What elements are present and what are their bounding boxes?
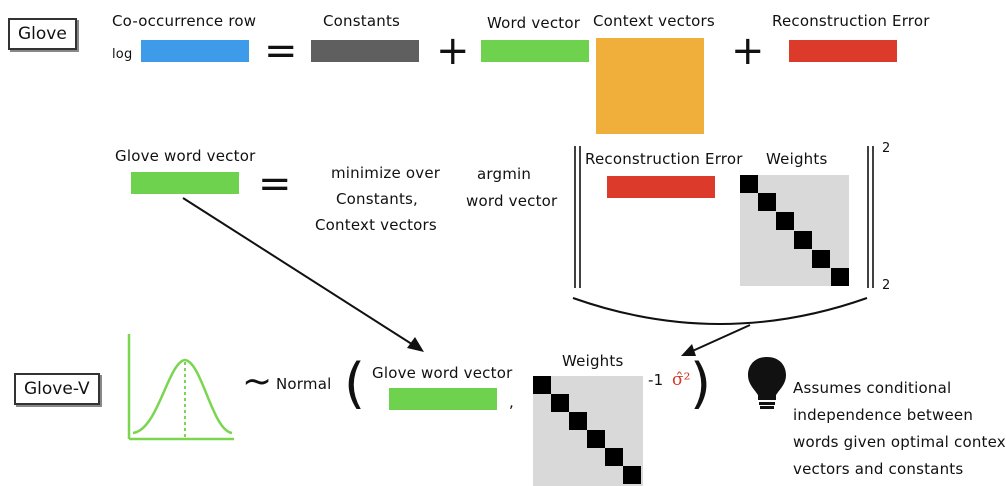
arrow-to-mean <box>182 197 419 349</box>
weights-diag-cell <box>740 175 758 193</box>
normal-close-paren: ) <box>690 352 712 415</box>
arrow-to-variance <box>687 324 751 354</box>
weights-diag-cell <box>587 430 605 448</box>
norm-reconstruction-error-label: Reconstruction Error <box>585 150 743 168</box>
glove-word-vector-bar <box>131 172 239 194</box>
tilde-sign: ~ <box>242 361 273 402</box>
weights-diag-cell <box>758 193 776 211</box>
cooccurrence-row-label: Co-occurrence row <box>112 12 257 30</box>
glovev-word-vector-bar <box>389 388 497 410</box>
minimize-line-3: Context vectors <box>315 216 437 234</box>
arrow-to-variance-head <box>681 344 696 356</box>
weights-diag-cell <box>831 268 849 286</box>
comma: , <box>509 393 514 411</box>
minimize-line-2: Constants, <box>336 190 419 208</box>
weights-diag-cell <box>794 231 812 249</box>
weights-diag-cell <box>623 466 641 484</box>
minimize-line-1: minimize over <box>331 164 441 182</box>
norm-exponent: 2 <box>882 141 891 156</box>
norm-subscript: 2 <box>882 278 891 293</box>
context-vectors-label: Context vectors <box>593 12 715 30</box>
glove-tag: Glove <box>8 18 77 50</box>
constants-bar <box>311 40 419 62</box>
norm-left-bars <box>574 146 581 288</box>
weights-matrix-2 <box>533 376 643 486</box>
norm-weights-label: Weights <box>766 150 828 168</box>
assumption-note: Assumes conditional independence between… <box>793 375 1006 483</box>
norm-right-bars <box>867 146 874 288</box>
weights-diag-cell <box>605 448 623 466</box>
normal-open-paren: ( <box>344 352 366 415</box>
weights-diag-cell <box>812 250 830 268</box>
reconstruction-error-label: Reconstruction Error <box>772 12 930 30</box>
arrow-to-mean-head <box>407 337 424 352</box>
weights-diag-cell <box>551 394 569 412</box>
sigma-hat-squared: σ̂² <box>672 370 691 390</box>
note-line: vectors and constants <box>793 460 964 478</box>
lightbulb-icon <box>748 357 786 409</box>
equals-sign-2: = <box>258 161 292 207</box>
argmin-word-vector-label: word vector <box>466 192 558 210</box>
constants-label: Constants <box>323 12 401 30</box>
note-line: independence between <box>793 406 974 424</box>
argmin-label: argmin <box>477 165 532 183</box>
weights-diag-cell <box>533 376 551 394</box>
word-vector-bar <box>481 40 589 62</box>
norm-reconstruction-error-bar <box>607 176 715 198</box>
weights-diag-cell <box>776 212 794 230</box>
glove-v-tag: Glove-V <box>14 373 100 405</box>
inverse-exponent: -1 <box>648 371 664 389</box>
reconstruction-error-bar <box>789 40 897 62</box>
norm-brace-curve <box>572 297 868 325</box>
log-label: log <box>112 47 133 62</box>
plus-sign-2: + <box>731 28 765 74</box>
note-line: Assumes conditional <box>793 379 952 397</box>
glovev-word-vector-label: Glove word vector <box>372 364 513 382</box>
normal-label: Normal <box>276 375 332 393</box>
weights-matrix-1 <box>740 175 849 286</box>
context-vectors-block <box>596 38 704 134</box>
cooccurrence-row-bar <box>141 40 249 62</box>
glove-word-vector-label: Glove word vector <box>115 147 256 165</box>
note-line: words given optimal context <box>793 433 1006 451</box>
plus-sign-1: + <box>436 28 470 74</box>
word-vector-label: Word vector <box>487 14 581 32</box>
gaussian-curve-icon <box>127 334 234 441</box>
equals-sign-1: = <box>264 28 298 74</box>
weights-diag-cell <box>569 412 587 430</box>
glovev-weights-label: Weights <box>562 352 624 370</box>
